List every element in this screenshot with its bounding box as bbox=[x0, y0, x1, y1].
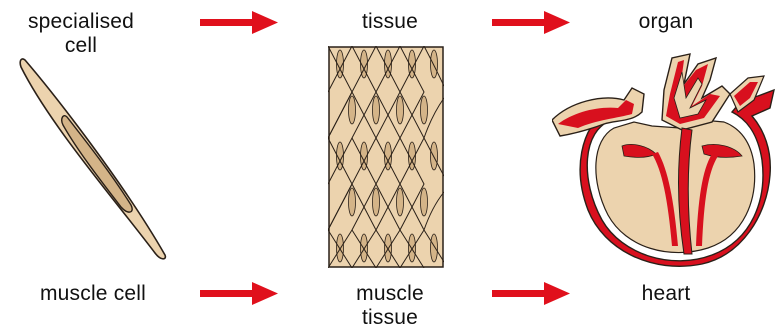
right-arrow-icon bbox=[492, 281, 570, 305]
right-arrow-icon bbox=[200, 10, 278, 34]
bottom-organ-label: heart bbox=[596, 282, 736, 306]
top-organ-label: organ bbox=[596, 10, 736, 34]
bottom-cell-label: muscle cell bbox=[0, 282, 186, 306]
right-arrow-icon bbox=[492, 10, 570, 34]
top-cell-label: specialised cell bbox=[0, 10, 162, 58]
right-arrow-icon bbox=[200, 281, 278, 305]
bottom-tissue-label: muscle tissue bbox=[320, 282, 460, 330]
muscle-cell-illustration bbox=[15, 55, 175, 265]
heart-illustration bbox=[552, 50, 778, 272]
top-tissue-label: tissue bbox=[320, 10, 460, 34]
muscle-tissue-illustration bbox=[328, 46, 444, 268]
